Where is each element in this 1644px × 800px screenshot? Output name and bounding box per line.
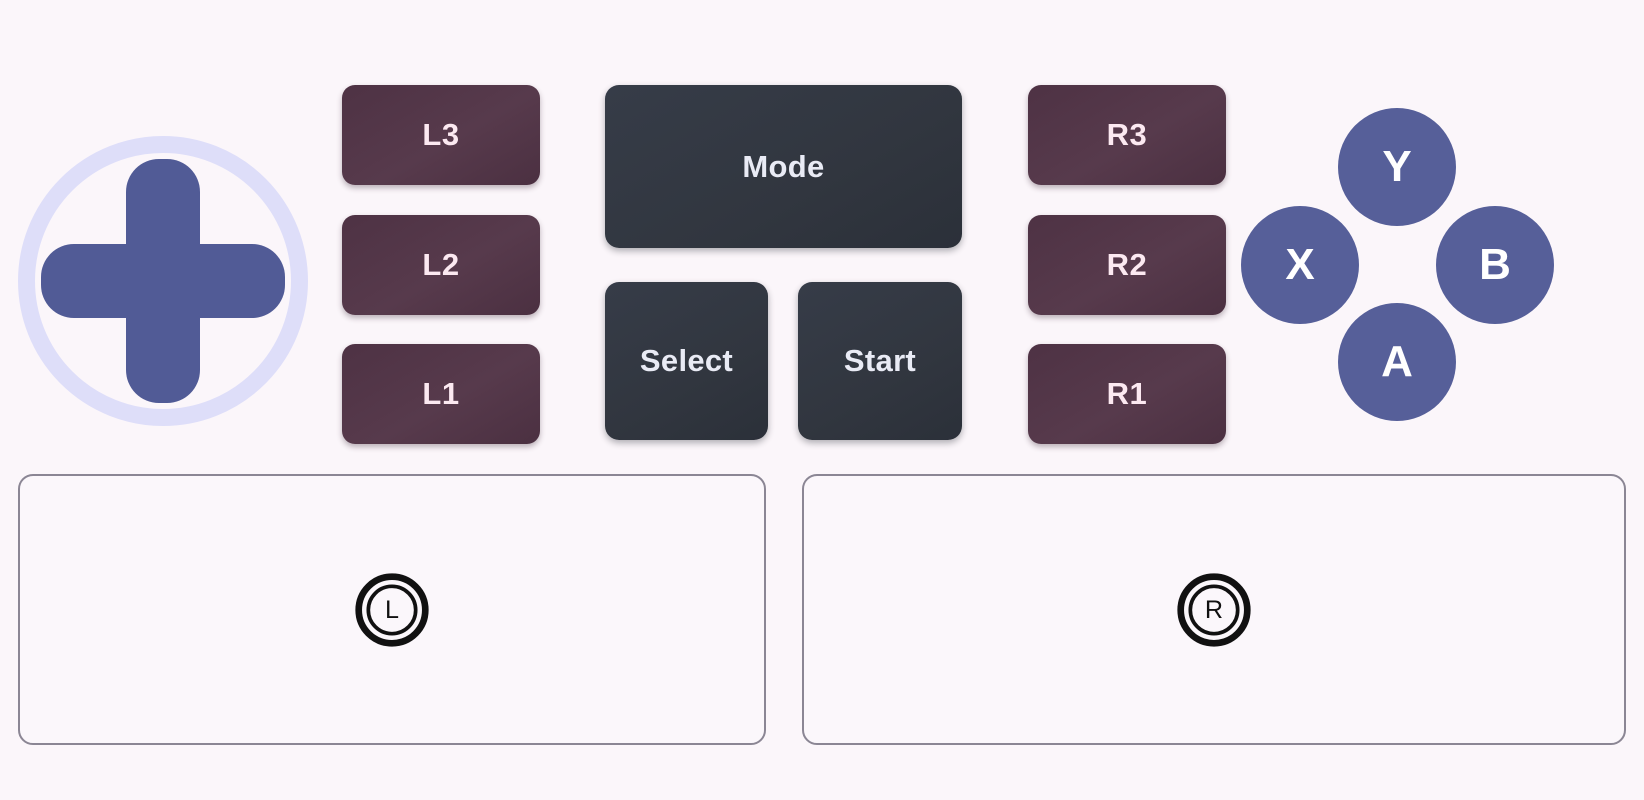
trackpad-right-label: R <box>1205 596 1223 624</box>
circled-r-icon: R <box>1177 572 1251 647</box>
button-r1[interactable]: R1 <box>1028 344 1226 444</box>
button-l2[interactable]: L2 <box>342 215 540 315</box>
button-r3[interactable]: R3 <box>1028 85 1226 185</box>
button-l1[interactable]: L1 <box>342 344 540 444</box>
directional-pad[interactable] <box>18 136 308 426</box>
trackpad-left[interactable]: L <box>18 474 766 745</box>
dpad-horizontal-bar <box>41 244 285 318</box>
button-mode[interactable]: Mode <box>605 85 962 248</box>
trackpad-right[interactable]: R <box>802 474 1626 745</box>
button-start[interactable]: Start <box>798 282 962 440</box>
circled-l-icon: L <box>355 572 429 647</box>
button-x[interactable]: X <box>1241 206 1359 324</box>
button-r2[interactable]: R2 <box>1028 215 1226 315</box>
button-y[interactable]: Y <box>1338 108 1456 226</box>
button-a[interactable]: A <box>1338 303 1456 421</box>
button-b[interactable]: B <box>1436 206 1554 324</box>
button-select[interactable]: Select <box>605 282 768 440</box>
dpad-cross-icon <box>41 159 285 403</box>
button-l3[interactable]: L3 <box>342 85 540 185</box>
trackpad-left-label: L <box>385 596 399 624</box>
